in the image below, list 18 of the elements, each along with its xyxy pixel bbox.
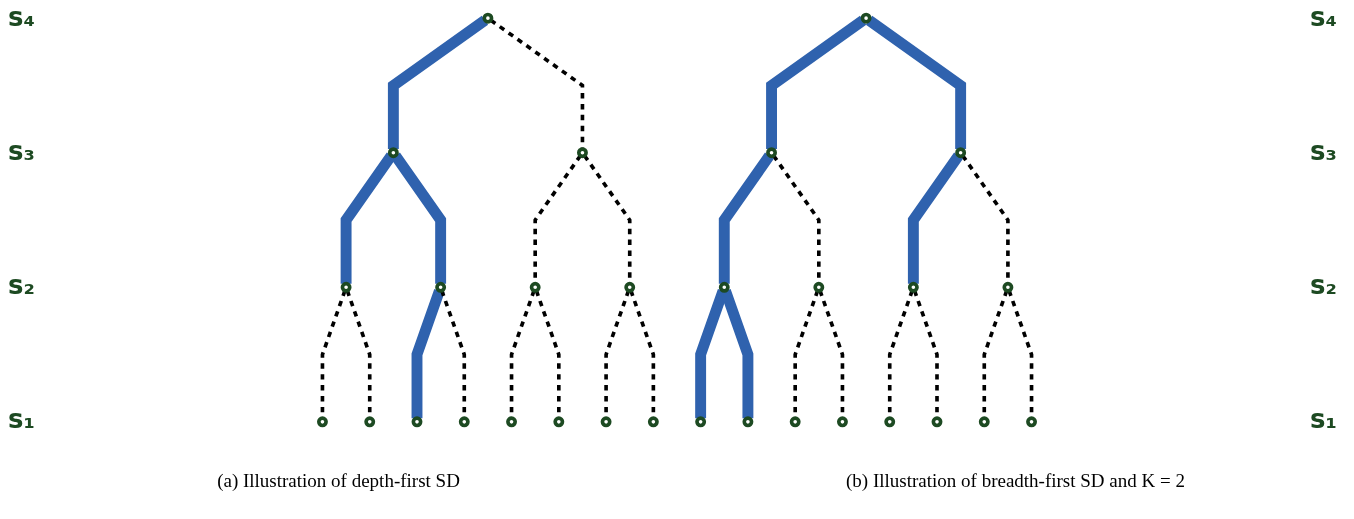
level-label: s₁ bbox=[1310, 404, 1337, 434]
connector bbox=[907, 152, 963, 284]
connector bbox=[340, 152, 396, 284]
connector bbox=[391, 152, 447, 284]
level-label: s₃ bbox=[1310, 136, 1337, 166]
level-label: s₃ bbox=[8, 136, 35, 166]
level-label: s₄ bbox=[8, 2, 35, 32]
connector bbox=[411, 288, 445, 419]
level-label: s₄ bbox=[1310, 2, 1337, 32]
panel-caption: (a) Illustration of depth-first SD bbox=[216, 470, 461, 492]
connector bbox=[766, 15, 867, 150]
level-label: s₁ bbox=[8, 404, 35, 434]
panel-caption: (b) Illustration of breadth-first SD and K = 2 bbox=[845, 470, 1186, 492]
level-label: s₂ bbox=[1310, 270, 1337, 300]
connector bbox=[387, 15, 489, 150]
level-label: s₂ bbox=[8, 270, 35, 300]
connector bbox=[718, 152, 774, 284]
connector bbox=[865, 15, 967, 150]
